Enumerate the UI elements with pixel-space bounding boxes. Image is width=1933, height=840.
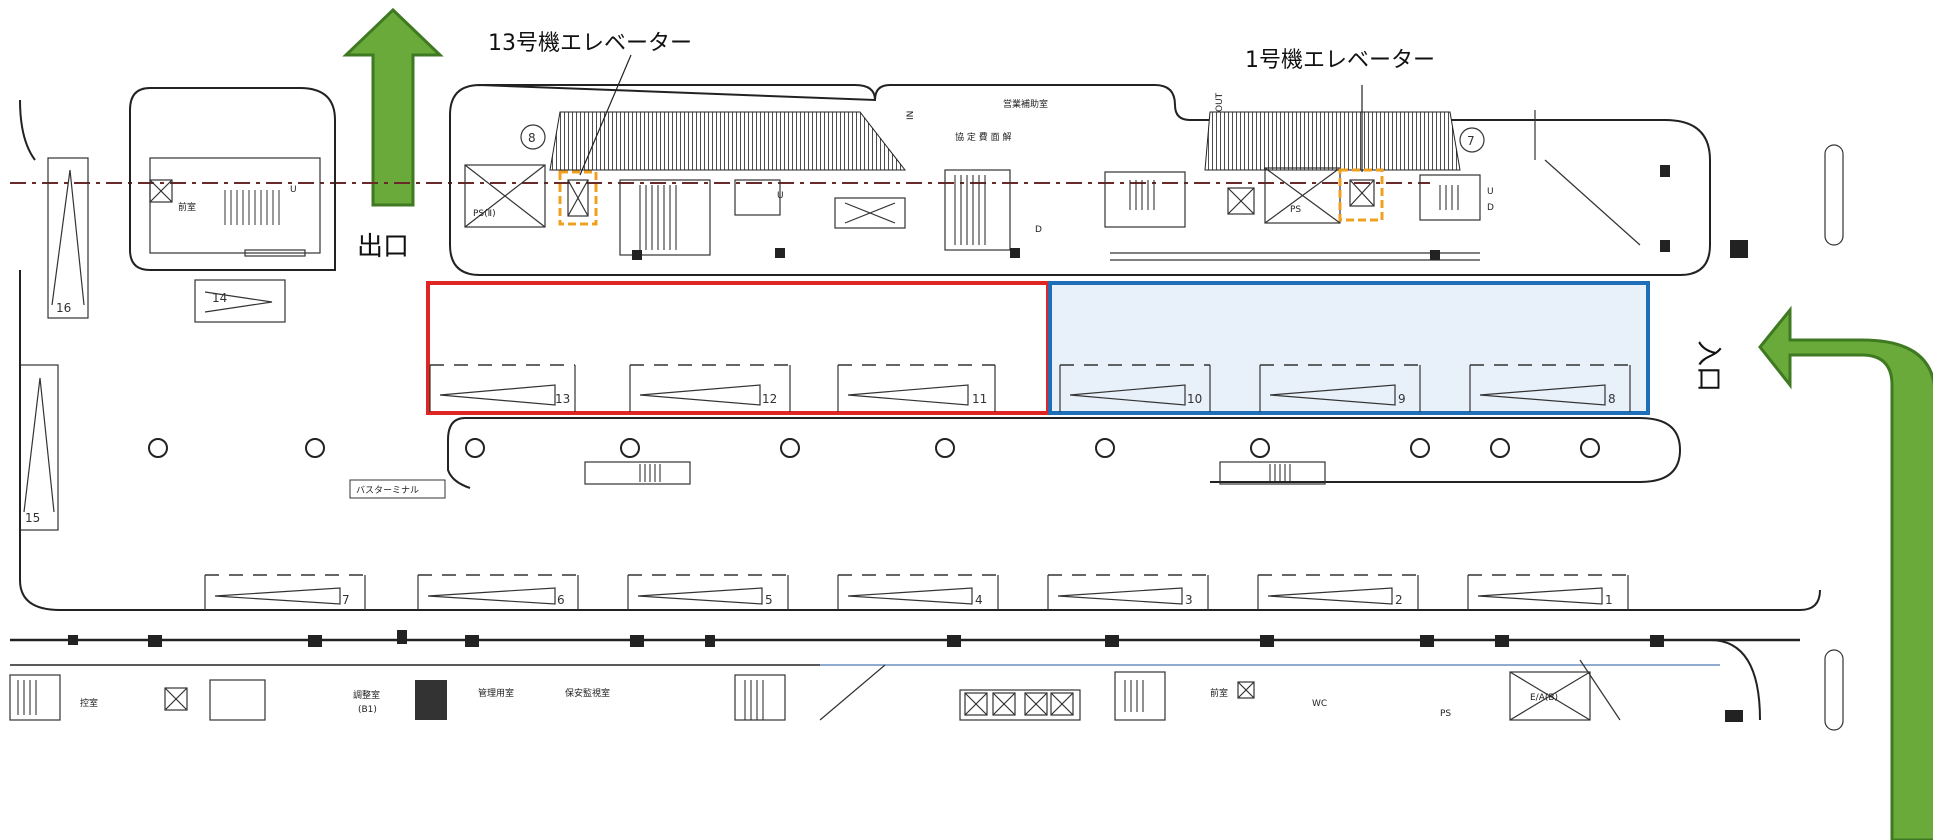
entrance-label: 入口	[1693, 340, 1723, 392]
elevator-13-label: 13号機エレベーター	[488, 31, 692, 56]
blue-boarding-zone	[1048, 281, 1650, 415]
svg-text:入口: 入口	[1693, 340, 1723, 392]
in-label: IN	[906, 111, 916, 120]
stall-14: 14	[212, 291, 227, 305]
room-label: 前室	[178, 201, 196, 213]
elevator-13-highlight	[558, 170, 598, 226]
south-building: 控室 調整室 (B1) 管理用室 保安監視室 前室 WC PS E/A(B)	[9, 589, 1821, 722]
entrance-arrow	[1758, 305, 1933, 840]
red-boarding-zone	[426, 281, 1050, 415]
round-columns	[148, 438, 1600, 458]
berth-3: 3	[1047, 574, 1209, 610]
ea-label: E/A(B)	[1530, 693, 1558, 703]
elevator-1-label: 1号機エレベーター	[1245, 48, 1435, 73]
svg-text:2: 2	[1395, 593, 1403, 607]
svg-text:U: U	[290, 185, 297, 195]
svg-text:管理用室: 管理用室	[478, 687, 514, 699]
elevator-1-highlight	[1338, 168, 1384, 222]
north-pillars	[632, 165, 1748, 260]
svg-text:U: U	[777, 191, 784, 201]
svg-text:8: 8	[1608, 392, 1616, 406]
south-ps-label: PS	[1440, 709, 1451, 719]
berth-row-top: 13 12 11 10 9 8	[429, 364, 1631, 412]
berth-6: 6	[417, 574, 579, 610]
central-island: バスターミナル	[349, 417, 1682, 499]
svg-text:12: 12	[762, 392, 777, 406]
exit-label: 出口	[357, 232, 409, 262]
svg-text:7: 7	[1467, 134, 1475, 148]
svg-text:13: 13	[555, 392, 570, 406]
svg-text:(B1): (B1)	[358, 705, 377, 715]
leader-line-13	[579, 54, 632, 176]
berth-7: 7	[204, 574, 366, 610]
svg-text:8: 8	[528, 131, 536, 145]
right-marker-bottom	[1824, 649, 1844, 731]
berth-2: 2	[1257, 574, 1419, 610]
berth-8: 8	[1469, 364, 1631, 412]
svg-text:5: 5	[765, 593, 773, 607]
svg-text:D: D	[1487, 203, 1494, 213]
berth-row-bottom: 7 6 5 4 3 2 1	[204, 574, 1629, 610]
svg-text:調整室: 調整室	[353, 689, 380, 701]
svg-text:10: 10	[1187, 392, 1202, 406]
berth-1: 1	[1467, 574, 1629, 610]
wc-label: WC	[1312, 699, 1327, 709]
berth-9: 9	[1259, 364, 1421, 412]
svg-text:9: 9	[1398, 392, 1406, 406]
left-stair-block: 前室 U	[129, 87, 336, 271]
berth-4: 4	[837, 574, 999, 610]
svg-text:4: 4	[975, 593, 983, 607]
svg-text:保安監視室: 保安監視室	[565, 687, 610, 699]
berth-13: 13	[429, 364, 576, 412]
left-side-stalls: 16 15 14	[19, 99, 1800, 611]
stall-16: 16	[56, 301, 71, 315]
svg-text:前室: 前室	[1210, 687, 1228, 699]
svg-text:D: D	[1035, 225, 1042, 235]
svg-text:3: 3	[1185, 593, 1193, 607]
bus-terminal-label: バスターミナル	[356, 485, 419, 496]
exit-arrow	[342, 7, 444, 207]
out-label: OUT	[1215, 92, 1225, 112]
svg-text:協 定 費 面 解: 協 定 費 面 解	[955, 131, 1011, 143]
svg-text:控室: 控室	[80, 697, 98, 709]
berth-5: 5	[627, 574, 789, 610]
ps-label: PS	[1290, 205, 1301, 215]
svg-text:U: U	[1487, 187, 1494, 197]
svg-text:6: 6	[557, 593, 565, 607]
svg-text:11: 11	[972, 392, 987, 406]
berth-10: 10	[1059, 364, 1211, 412]
north-building: 8 7 PS(Ⅱ) U D	[449, 83, 1711, 276]
stall-15: 15	[25, 511, 40, 525]
svg-text:1: 1	[1605, 593, 1613, 607]
ps2-label: PS(Ⅱ)	[473, 209, 496, 219]
berth-12: 12	[629, 364, 791, 412]
elevator-hall-label: 営業補助室	[1003, 98, 1048, 110]
right-marker-top	[1824, 144, 1844, 246]
svg-text:7: 7	[342, 593, 350, 607]
berth-11: 11	[837, 364, 996, 412]
